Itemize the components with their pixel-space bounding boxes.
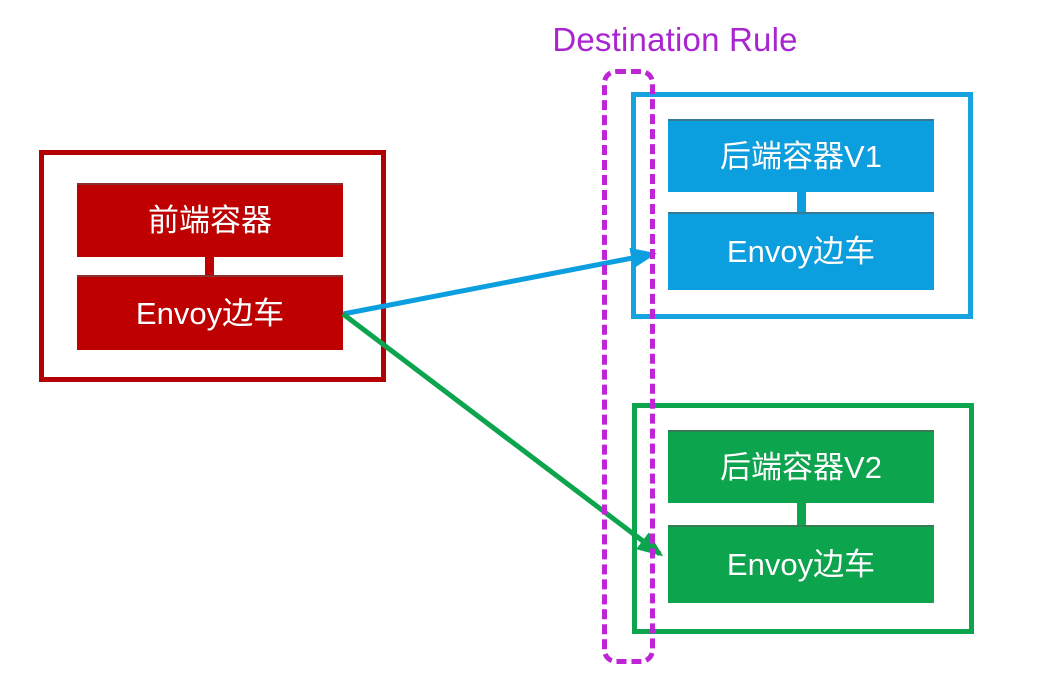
backend-v2-app-container[interactable]: 后端容器V2: [668, 430, 934, 503]
backend-v2-pod-connector: [797, 502, 806, 526]
destination-rule-selector[interactable]: [602, 69, 655, 664]
backend-v1-envoy-sidecar[interactable]: Envoy边车: [668, 212, 934, 290]
page-title: Destination Rule: [552, 21, 798, 58]
backend-v2-envoy-sidecar[interactable]: Envoy边车: [668, 525, 934, 603]
backend-v1-pod-frame: [631, 92, 973, 319]
backend-v1-app-container[interactable]: 后端容器V1: [668, 119, 934, 192]
client-envoy-sidecar[interactable]: Envoy边车: [77, 275, 343, 350]
backend-v1-pod-connector: [797, 190, 806, 213]
client-pod-connector: [205, 255, 214, 277]
client-app-container[interactable]: 前端容器: [77, 183, 343, 257]
